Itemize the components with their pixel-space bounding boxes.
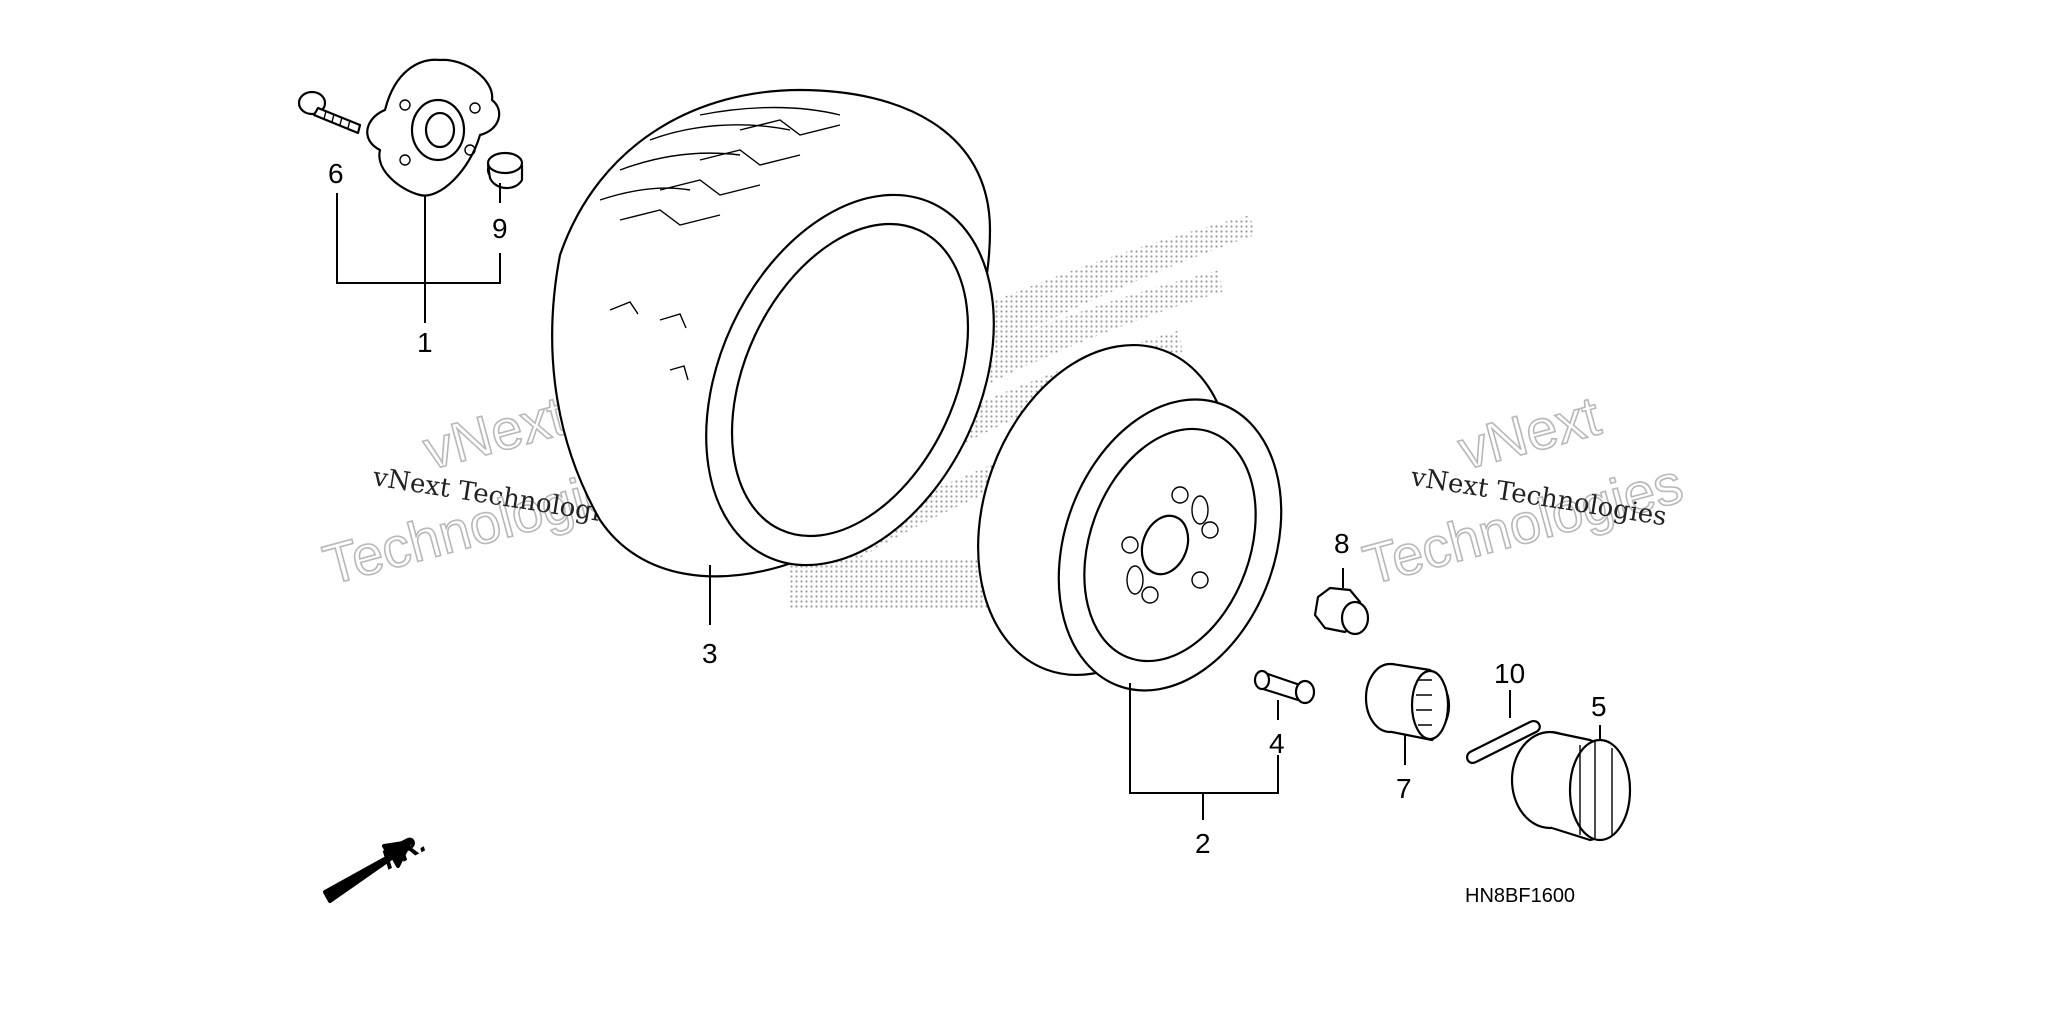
callout-8: 8	[1334, 528, 1350, 559]
direction-label: FR.	[376, 827, 430, 876]
diagram-code: HN8BF1600	[1465, 885, 1575, 907]
hub-part-1	[366, 58, 501, 197]
tire-part-3	[551, 88, 995, 578]
valve-part-4	[1253, 669, 1316, 705]
callout-5: 5	[1591, 691, 1607, 722]
bolt-part-6	[297, 90, 362, 135]
front-direction-arrow: FR.	[323, 827, 431, 903]
callout-7: 7	[1396, 773, 1412, 804]
callout-10: 10	[1494, 658, 1525, 689]
wheel-part-2	[977, 343, 1283, 692]
callout-2: 2	[1195, 828, 1211, 859]
castle-nut-part-7	[1364, 662, 1451, 742]
watermark-big-right-1: vNext	[1452, 384, 1607, 482]
nut-part-8	[1313, 586, 1370, 636]
callout-1: 1	[417, 327, 433, 358]
callout-6: 6	[328, 158, 344, 189]
watermark-big-left-1: vNext	[417, 384, 572, 482]
cap-part-5	[1510, 730, 1632, 842]
callouts: 6 9 1 3 8 4 2 7 10 5	[328, 158, 1607, 859]
leader-lines	[336, 183, 1601, 820]
callout-9: 9	[492, 213, 508, 244]
cotter-pin-part-10	[1466, 720, 1541, 764]
callout-4: 4	[1269, 728, 1285, 759]
callout-3: 3	[702, 638, 718, 669]
collar-part-9	[486, 151, 524, 190]
